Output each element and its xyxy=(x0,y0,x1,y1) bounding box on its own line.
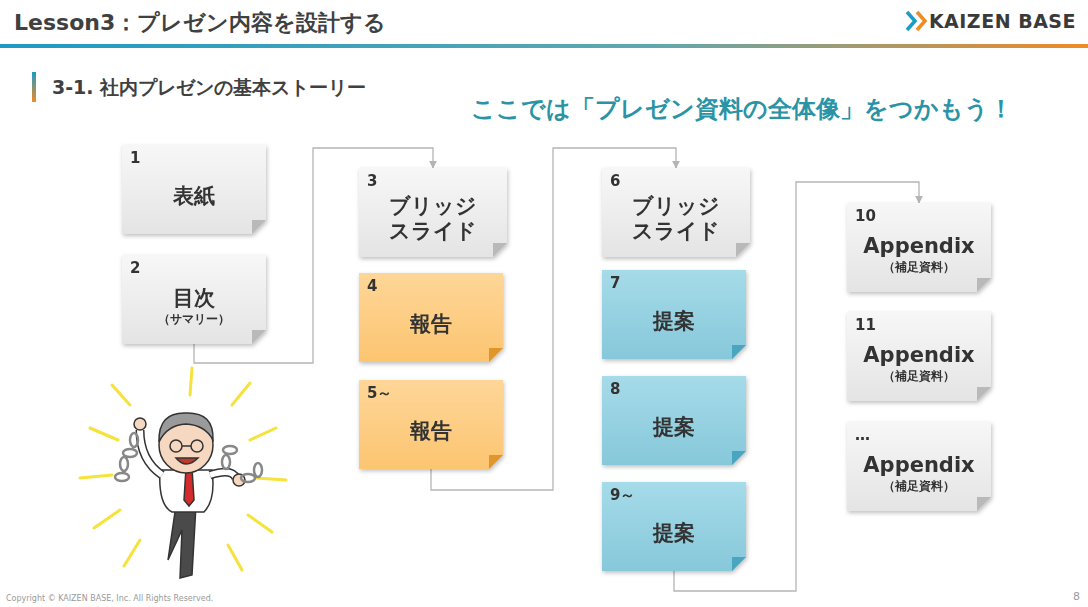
slide-number: 2 xyxy=(130,260,258,277)
note-title: 報告 xyxy=(410,312,452,337)
note-subtitle: （補足資料） xyxy=(883,369,955,383)
note-content: …Appendix（補足資料） xyxy=(847,422,991,511)
sticky-note: 10Appendix（補足資料） xyxy=(847,203,991,292)
note-fold xyxy=(252,220,266,234)
sticky-note: 2目次（サマリー） xyxy=(122,255,266,344)
header-rule xyxy=(0,44,1088,48)
note-body: 目次（サマリー） xyxy=(130,277,258,337)
note-title: Appendix xyxy=(863,453,974,478)
note-subtitle: （補足資料） xyxy=(883,260,955,274)
sticky-note: 5～ 報告 xyxy=(359,380,503,469)
chain-links xyxy=(115,433,262,482)
note-body: 提案 xyxy=(610,398,738,458)
note-content: 10Appendix（補足資料） xyxy=(847,203,991,292)
note-content: 6 ブリッジ スライド xyxy=(602,168,750,257)
note-fold xyxy=(732,345,746,359)
note-body: 提案 xyxy=(610,504,738,564)
note-body: Appendix（補足資料） xyxy=(855,334,983,394)
note-fold xyxy=(732,451,746,465)
slide-title: Lesson3：プレゼン内容を設計する xyxy=(14,8,386,38)
slide-number: 8 xyxy=(610,381,738,398)
slide-number: 4 xyxy=(367,278,495,295)
subheading-bar xyxy=(32,72,36,102)
note-content: 9～ 提案 xyxy=(602,482,746,571)
note-body: ブリッジ スライド xyxy=(367,190,499,250)
note-body: 報告 xyxy=(367,295,495,355)
sticky-note: 11Appendix（補足資料） xyxy=(847,312,991,401)
note-body: Appendix（補足資料） xyxy=(855,225,983,285)
note-title: 提案 xyxy=(653,309,695,334)
note-content: 11Appendix（補足資料） xyxy=(847,312,991,401)
note-title: ブリッジ スライド xyxy=(610,194,742,244)
copyright: Copyright © KAIZEN BASE, Inc. All Rights… xyxy=(6,594,213,603)
note-body: ブリッジ スライド xyxy=(610,190,742,250)
note-title: 提案 xyxy=(653,415,695,440)
logo-mark xyxy=(907,12,925,30)
note-title: Appendix xyxy=(863,343,974,368)
sticky-note: 6 ブリッジ スライド xyxy=(602,168,750,257)
lead-text: ここでは「プレゼン資料の全体像」をつかもう！ xyxy=(471,93,1013,125)
section-heading: 3-1. 社内プレゼンの基本ストーリー xyxy=(52,75,366,101)
note-fold xyxy=(493,243,507,257)
slide-number: … xyxy=(855,427,983,444)
note-content: 3 ブリッジ スライド xyxy=(359,168,507,257)
note-content: 4 報告 xyxy=(359,273,503,362)
sticky-note: 3 ブリッジ スライド xyxy=(359,168,507,257)
note-body: 表紙 xyxy=(130,167,258,227)
note-body: 提案 xyxy=(610,292,738,352)
note-subtitle: （サマリー） xyxy=(158,312,230,326)
note-title: 提案 xyxy=(653,521,695,546)
page-number: 8 xyxy=(1073,590,1080,603)
note-title: 表紙 xyxy=(173,184,215,209)
note-title: Appendix xyxy=(863,234,974,259)
note-content: 7 提案 xyxy=(602,270,746,359)
slide-number: 11 xyxy=(855,317,983,334)
note-fold xyxy=(252,330,266,344)
note-content: 8 提案 xyxy=(602,376,746,465)
man-illustration xyxy=(134,413,245,578)
note-title: 目次 xyxy=(173,286,215,311)
slide-number: 1 xyxy=(130,150,258,167)
note-title: ブリッジ スライド xyxy=(367,194,499,244)
slide-number: 6 xyxy=(610,173,742,190)
note-content: 5～ 報告 xyxy=(359,380,503,469)
note-fold xyxy=(736,243,750,257)
sticky-note: 9～ 提案 xyxy=(602,482,746,571)
slide-number: 3 xyxy=(367,173,499,190)
sticky-note: 1 表紙 xyxy=(122,145,266,234)
note-fold xyxy=(489,455,503,469)
note-content: 1 表紙 xyxy=(122,145,266,234)
note-fold xyxy=(977,497,991,511)
slide-number: 10 xyxy=(855,208,983,225)
note-title: 報告 xyxy=(410,419,452,444)
slide-number: 9～ xyxy=(610,487,738,504)
sticky-note: …Appendix（補足資料） xyxy=(847,422,991,511)
logo-text: KAIZEN BASE xyxy=(929,10,1076,32)
slide-number: 5～ xyxy=(367,385,495,402)
slide-number: 7 xyxy=(610,275,738,292)
sticky-note: 8 提案 xyxy=(602,376,746,465)
sticky-note: 4 報告 xyxy=(359,273,503,362)
note-content: 2目次（サマリー） xyxy=(122,255,266,344)
note-body: 報告 xyxy=(367,402,495,462)
sticky-note: 7 提案 xyxy=(602,270,746,359)
note-fold xyxy=(977,278,991,292)
note-subtitle: （補足資料） xyxy=(883,479,955,493)
note-fold xyxy=(977,387,991,401)
note-fold xyxy=(489,348,503,362)
note-body: Appendix（補足資料） xyxy=(855,444,983,504)
note-fold xyxy=(732,557,746,571)
